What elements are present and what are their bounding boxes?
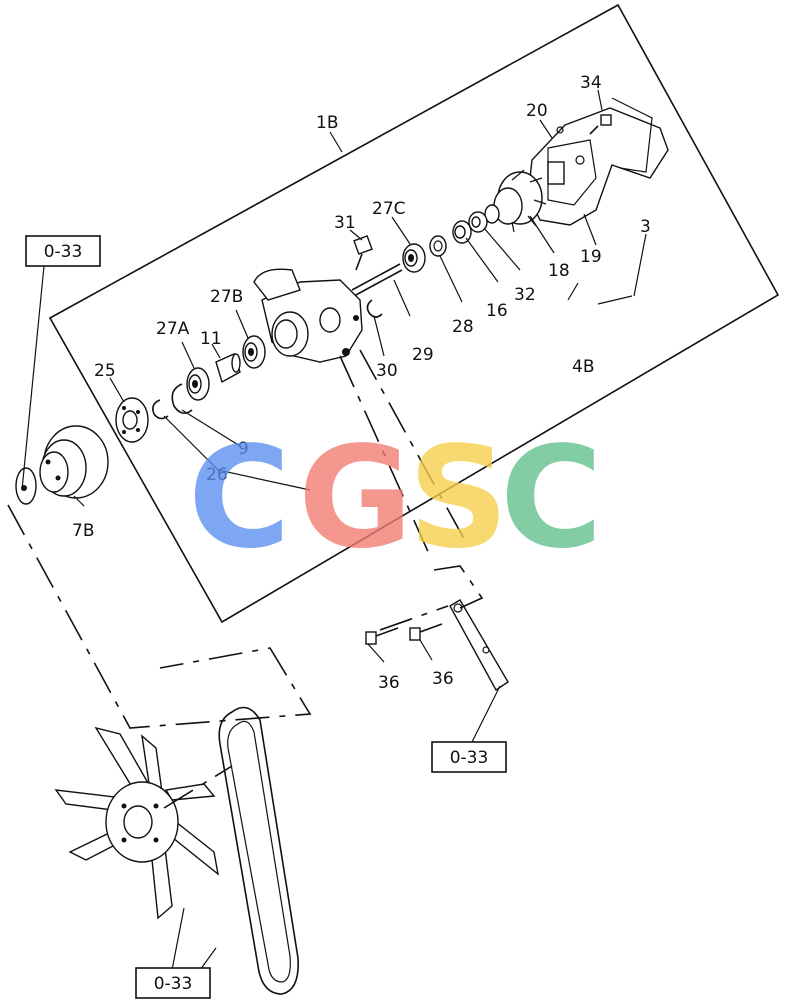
callout-27c: 27C bbox=[372, 199, 406, 219]
shaft-29 bbox=[351, 263, 403, 297]
bracket bbox=[449, 599, 509, 692]
watermark-letter-1: C bbox=[188, 417, 291, 580]
callout-26: 26 bbox=[206, 465, 228, 485]
callout-32: 32 bbox=[514, 285, 536, 305]
snap-ring-30 bbox=[366, 299, 383, 318]
callout-3: 3 bbox=[640, 217, 651, 237]
callout-27b: 27B bbox=[210, 287, 243, 307]
bolt-34 bbox=[589, 114, 612, 135]
snap-rings-9-26 bbox=[152, 383, 193, 420]
leader-lines bbox=[21, 89, 653, 971]
hub-25 bbox=[115, 397, 149, 443]
reference-box-bracket: 0-33 bbox=[431, 741, 507, 773]
callout-34: 34 bbox=[580, 73, 602, 93]
seal-19 bbox=[547, 161, 565, 185]
callout-7b: 7B bbox=[72, 521, 94, 541]
watermark-letter-4: C bbox=[500, 417, 603, 580]
callout-27a: 27A bbox=[156, 319, 190, 339]
callout-9: 9 bbox=[238, 439, 249, 459]
callout-20: 20 bbox=[526, 101, 548, 121]
part-callouts: 1B 34 20 3 19 18 27C 31 32 16 4B 28 29 2… bbox=[72, 73, 651, 693]
callout-1b: 1B bbox=[316, 113, 338, 133]
washer-28 bbox=[429, 235, 447, 257]
pump-body bbox=[253, 268, 363, 363]
svg-text:0-33: 0-33 bbox=[154, 974, 193, 994]
impeller-18 bbox=[484, 169, 547, 233]
callout-19: 19 bbox=[580, 247, 602, 267]
callout-31: 31 bbox=[334, 213, 356, 233]
callout-30: 30 bbox=[376, 361, 398, 381]
bolt-36-left bbox=[365, 627, 399, 645]
reference-box-bottom: 0-33 bbox=[135, 967, 211, 999]
v-belt bbox=[218, 706, 299, 995]
svg-text:0-33: 0-33 bbox=[44, 242, 83, 262]
callout-11: 11 bbox=[200, 329, 222, 349]
gasket-inner bbox=[547, 139, 597, 206]
pulley-7b bbox=[15, 425, 109, 505]
plug-31 bbox=[353, 235, 373, 271]
callout-28: 28 bbox=[452, 317, 474, 337]
bearing-27a bbox=[186, 367, 210, 401]
callout-36-left: 36 bbox=[378, 673, 400, 693]
svg-text:0-33: 0-33 bbox=[450, 748, 489, 768]
spacer-11 bbox=[215, 353, 241, 384]
callout-18: 18 bbox=[548, 261, 570, 281]
callout-29: 29 bbox=[412, 345, 434, 365]
ring-16-32 bbox=[452, 211, 488, 244]
watermark-letter-3: S bbox=[408, 417, 509, 580]
bolt-36-right bbox=[409, 623, 443, 641]
fan-group-frame bbox=[7, 504, 312, 729]
callout-16: 16 bbox=[486, 301, 508, 321]
cgsc-watermark: C G S C bbox=[188, 417, 603, 580]
bearing-27c bbox=[402, 243, 426, 273]
callout-4b: 4B bbox=[572, 357, 594, 377]
callout-25: 25 bbox=[94, 361, 116, 381]
reference-box-left: 0-33 bbox=[25, 235, 101, 267]
watermark-letter-2: G bbox=[298, 417, 413, 580]
cooling-fan bbox=[54, 726, 220, 920]
callout-36-right: 36 bbox=[432, 669, 454, 689]
bearing-27b bbox=[242, 335, 266, 369]
assembly-frame-1b bbox=[48, 3, 780, 624]
